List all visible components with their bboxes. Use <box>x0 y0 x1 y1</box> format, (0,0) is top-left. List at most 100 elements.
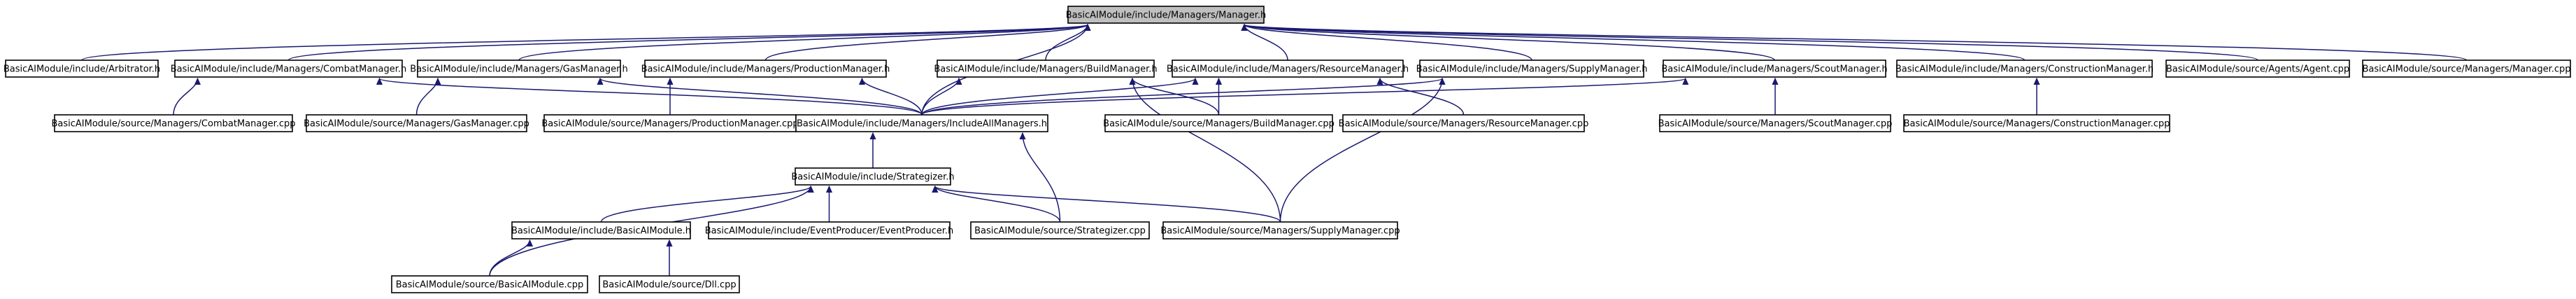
node-label: BasicAIModule/include/Managers/Manager.h <box>1066 11 1267 21</box>
node-manager-h[interactable]: BasicAIModule/include/Managers/Manager.h <box>1066 6 1267 24</box>
node-supply-cpp[interactable]: BasicAIModule/source/Managers/SupplyMana… <box>1160 221 1400 239</box>
node-box <box>543 114 797 132</box>
edge-scout-h-to-manager-h <box>1244 25 1775 61</box>
node-box <box>1172 60 1404 78</box>
node-strategizer-cpp[interactable]: BasicAIModule/source/Strategizer.cpp <box>970 221 1150 239</box>
edge-includeall-h-to-build-h <box>921 78 959 116</box>
node-agent-cpp[interactable]: BasicAIModule/source/Agents/Agent.cpp <box>2165 60 2350 78</box>
node-label: BasicAIModule/source/Managers/ResourceMa… <box>1339 119 1589 130</box>
node-gas-cpp[interactable]: BasicAIModule/source/Managers/GasManager… <box>304 114 529 132</box>
edge-supply-cpp-to-supply-h <box>1279 78 1443 223</box>
edge-production-h-to-manager-h <box>764 25 1088 61</box>
node-build-cpp[interactable]: BasicAIModule/source/Managers/BuildManag… <box>1103 114 1335 132</box>
node-box <box>644 60 887 78</box>
node-dll-cpp[interactable]: BasicAIModule/source/Dll.cpp <box>599 275 740 293</box>
node-box <box>391 275 588 293</box>
node-label: BasicAIModule/include/Managers/BuildMana… <box>934 64 1157 75</box>
node-label: BasicAIModule/source/Managers/Production… <box>541 119 798 130</box>
node-manager-cpp[interactable]: BasicAIModule/source/Managers/Manager.cp… <box>2362 60 2571 78</box>
node-label: BasicAIModule/include/Managers/SupplyMan… <box>1416 64 1648 75</box>
node-construction-cpp[interactable]: BasicAIModule/source/Managers/Constructi… <box>1903 114 2170 132</box>
node-production-h[interactable]: BasicAIModule/include/Managers/Productio… <box>641 60 890 78</box>
node-scout-cpp[interactable]: BasicAIModule/source/Managers/ScoutManag… <box>1658 114 1893 132</box>
node-combat-h[interactable]: BasicAIModule/include/Managers/CombatMan… <box>171 60 407 78</box>
node-label: BasicAIModule/source/Strategizer.cpp <box>974 226 1146 237</box>
edge-includeall-h-to-resource-h <box>921 78 1195 116</box>
node-box <box>1067 6 1265 24</box>
node-label: BasicAIModule/include/Managers/GasManage… <box>410 64 627 75</box>
node-label: BasicAIModule/source/Managers/SupplyMana… <box>1160 226 1400 237</box>
node-gas-h[interactable]: BasicAIModule/include/Managers/GasManage… <box>410 60 628 78</box>
edge-basicaimodule-cpp-to-basicaimodule-h <box>489 240 530 277</box>
node-arbitrator-h[interactable]: BasicAIModule/include/Arbitrator.h <box>3 60 160 78</box>
node-label: BasicAIModule/source/Agents/Agent.cpp <box>2166 64 2349 75</box>
edge-resource-cpp-to-resource-h <box>1380 78 1465 116</box>
node-construction-h[interactable]: BasicAIModule/include/Managers/Construct… <box>1895 60 2154 78</box>
node-label: BasicAIModule/source/Managers/Constructi… <box>1904 119 2170 130</box>
node-label: BasicAIModule/source/Managers/CombatMana… <box>51 119 295 130</box>
node-label: BasicAIModule/source/BasicAIModule.cpp <box>396 280 584 291</box>
node-box <box>5 60 159 78</box>
node-box <box>1104 114 1333 132</box>
node-label: BasicAIModule/include/EventProducer/Even… <box>705 226 954 237</box>
node-label: BasicAIModule/include/Arbitrator.h <box>3 64 160 75</box>
node-eventproducer-h[interactable]: BasicAIModule/include/EventProducer/Even… <box>705 221 954 239</box>
node-box <box>937 60 1155 78</box>
edge-includeall-h-to-supply-h <box>921 78 1442 116</box>
node-box <box>1903 114 2170 132</box>
node-label: BasicAIModule/include/Managers/IncludeAl… <box>797 119 1047 130</box>
node-box <box>1896 60 2153 78</box>
node-box <box>511 221 691 239</box>
edge-strategizer-cpp-to-includeall-h <box>1023 133 1061 223</box>
edge-strategizer-cpp-to-strategizer-h <box>935 186 1061 223</box>
node-scout-h[interactable]: BasicAIModule/include/Managers/ScoutMana… <box>1661 60 1888 78</box>
node-box <box>708 221 951 239</box>
node-box <box>970 221 1150 239</box>
node-resource-cpp[interactable]: BasicAIModule/source/Managers/ResourceMa… <box>1339 114 1589 132</box>
node-box <box>795 167 951 186</box>
edge-gas-h-to-manager-h <box>518 25 1088 61</box>
node-label: BasicAIModule/include/Managers/ScoutMana… <box>1661 64 1887 75</box>
edge-combat-cpp-to-combat-h <box>173 78 198 116</box>
node-production-cpp[interactable]: BasicAIModule/source/Managers/Production… <box>541 114 799 132</box>
edges-layer <box>81 25 2468 277</box>
edge-basicaimodule-h-to-strategizer-h <box>600 186 811 223</box>
node-label: BasicAIModule/include/Managers/Construct… <box>1895 64 2154 75</box>
edge-agent-cpp-to-manager-h <box>1244 25 2258 61</box>
node-label: BasicAIModule/include/Strategizer.h <box>791 172 954 183</box>
node-strategizer-h[interactable]: BasicAIModule/include/Strategizer.h <box>791 167 955 186</box>
node-basicaimodule-cpp[interactable]: BasicAIModule/source/BasicAIModule.cpp <box>391 275 588 293</box>
node-box <box>417 60 621 78</box>
node-resource-h[interactable]: BasicAIModule/include/Managers/ResourceM… <box>1167 60 1409 78</box>
node-box <box>1663 60 1886 78</box>
node-supply-h[interactable]: BasicAIModule/include/Managers/SupplyMan… <box>1416 60 1648 78</box>
node-label: BasicAIModule/include/Managers/ResourceM… <box>1167 64 1409 75</box>
node-box <box>174 60 403 78</box>
node-label: BasicAIModule/include/BasicAIModule.h <box>511 226 691 237</box>
node-box <box>306 114 527 132</box>
edge-supply-cpp-to-strategizer-h <box>935 186 1281 223</box>
edge-arbitrator-h-to-manager-h <box>81 25 1088 61</box>
edge-construction-h-to-manager-h <box>1244 25 2026 61</box>
node-label: BasicAIModule/include/Managers/Productio… <box>641 64 890 75</box>
edge-includeall-h-to-production-h <box>862 78 923 116</box>
node-box <box>2165 60 2350 78</box>
edge-includeall-h-to-scout-h <box>921 78 1686 116</box>
node-includeall-h[interactable]: BasicAIModule/include/Managers/IncludeAl… <box>795 114 1048 132</box>
node-combat-cpp[interactable]: BasicAIModule/source/Managers/CombatMana… <box>51 114 296 132</box>
edge-manager-cpp-to-manager-h <box>1244 25 2468 61</box>
edge-gas-cpp-to-gas-h <box>415 78 439 116</box>
node-basicaimodule-h[interactable]: BasicAIModule/include/BasicAIModule.h <box>511 221 691 239</box>
edge-supply-h-to-manager-h <box>1244 25 1532 61</box>
node-box <box>1659 114 1891 132</box>
node-label: BasicAIModule/source/Managers/BuildManag… <box>1103 119 1335 130</box>
node-box <box>1342 114 1585 132</box>
node-box <box>1419 60 1644 78</box>
node-box <box>54 114 293 132</box>
edge-includeall-h-to-gas-h <box>600 78 923 116</box>
node-box <box>795 114 1048 132</box>
edge-includeall-h-to-combat-h <box>380 78 923 116</box>
node-build-h[interactable]: BasicAIModule/include/Managers/BuildMana… <box>934 60 1158 78</box>
node-label: BasicAIModule/include/Managers/CombatMan… <box>171 64 407 75</box>
